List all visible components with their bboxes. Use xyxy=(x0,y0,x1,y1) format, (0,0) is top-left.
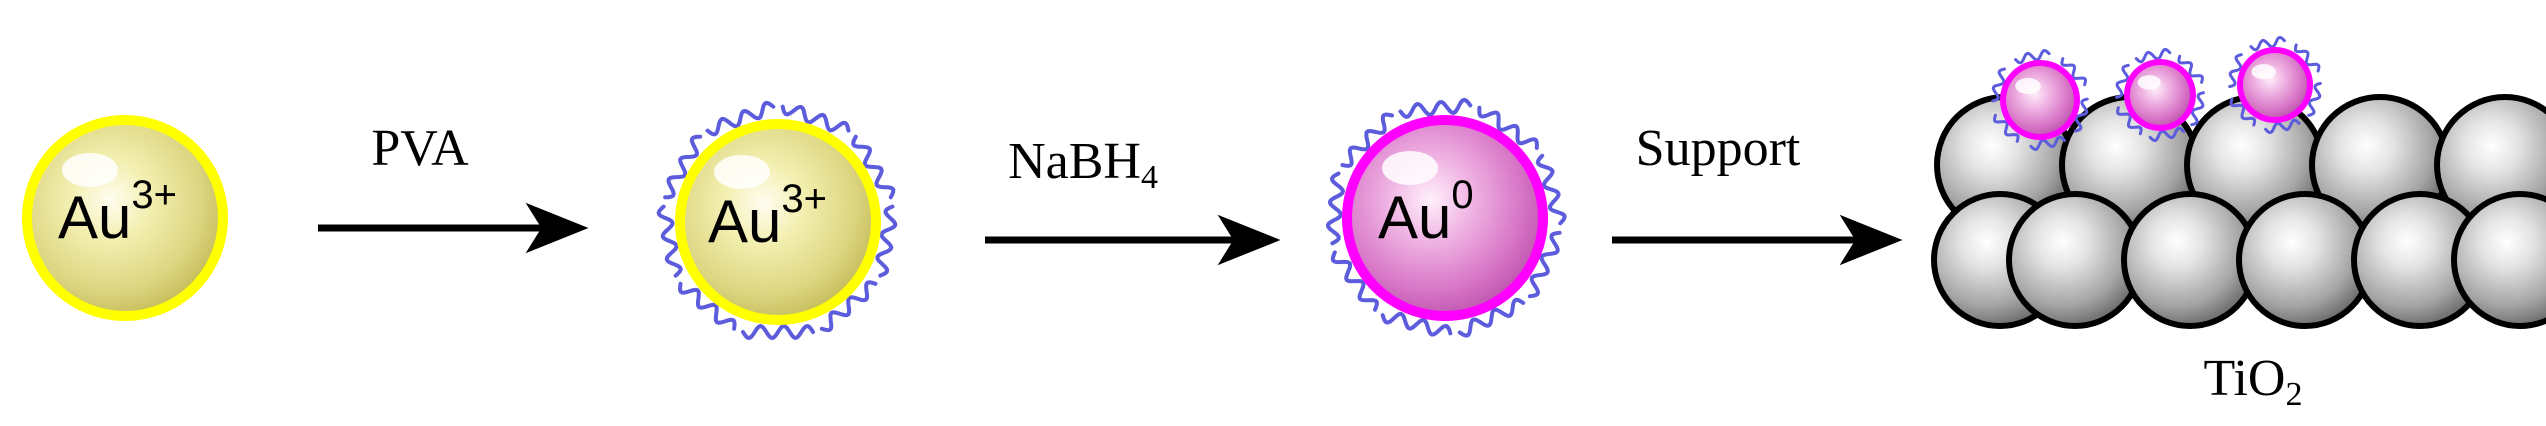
pva-chain xyxy=(1340,112,1394,168)
pva-chain xyxy=(656,204,683,278)
arrow-support: Support xyxy=(1612,120,1903,266)
pva-chain xyxy=(741,323,815,341)
pva-chain xyxy=(663,134,703,200)
pva-chain xyxy=(819,280,878,333)
au3-particle-pva: Au3+ xyxy=(656,100,898,341)
pva-chains xyxy=(656,100,898,341)
pva-chain xyxy=(1527,230,1562,299)
pva-chain xyxy=(875,204,898,278)
pva-chain xyxy=(705,100,776,137)
particle-label: Au0 xyxy=(1378,173,1474,251)
pva-chain xyxy=(1380,311,1453,337)
au0-small-particle xyxy=(1991,48,2089,152)
pva-chain xyxy=(2134,48,2172,64)
pva-chain xyxy=(2293,43,2321,73)
pva-chain xyxy=(1992,113,2020,143)
au0-small-particle xyxy=(2115,48,2205,142)
pva-chain xyxy=(2228,53,2243,89)
pva-chain xyxy=(1330,250,1379,312)
arrow-label-support: Support xyxy=(1636,120,1801,177)
au0-particle-pva: Au0 xyxy=(1325,97,1567,338)
pva-chain xyxy=(851,134,896,200)
pva-chain xyxy=(2190,91,2205,127)
pva-chain xyxy=(2115,63,2130,99)
arrow-pva: PVA xyxy=(318,120,589,254)
support-label: TiO2 xyxy=(2204,350,2303,413)
pva-chain xyxy=(2177,54,2204,84)
pva-chain xyxy=(2074,97,2089,133)
particle-label: Au3+ xyxy=(708,177,827,255)
pva-chain xyxy=(1325,171,1346,246)
pva-chain xyxy=(2264,118,2301,134)
pva-chain xyxy=(1535,153,1567,226)
pva-chain xyxy=(2029,135,2066,152)
particle-highlight xyxy=(714,155,770,189)
au3-particle-bare: Au3+ xyxy=(22,115,228,321)
arrow-label-pva: PVA xyxy=(371,120,469,177)
particle-highlight xyxy=(1382,151,1438,185)
pva-chain xyxy=(2014,48,2051,65)
arrow-nabh4: NaBH4 xyxy=(985,133,1281,266)
tio2-front-row xyxy=(1931,191,2546,329)
pva-chain xyxy=(2148,126,2186,142)
pva-chain xyxy=(1477,105,1539,150)
pva-chain xyxy=(2116,106,2143,136)
tio2-sphere xyxy=(2451,191,2546,329)
pva-chain xyxy=(1991,67,2006,103)
tio2-support: TiO2 xyxy=(1931,36,2546,413)
pva-chain xyxy=(677,281,737,331)
particle-highlight xyxy=(62,153,118,187)
pva-chain xyxy=(2307,81,2322,117)
au0-small-particle xyxy=(2228,36,2322,134)
pva-chain xyxy=(2060,57,2088,87)
particle-label: Au3+ xyxy=(58,173,177,251)
pva-chain xyxy=(2229,97,2257,127)
pva-chain xyxy=(1457,297,1526,338)
pva-chains xyxy=(1325,97,1567,338)
arrow-label-nabh4: NaBH4 xyxy=(1008,133,1158,196)
pva-chain xyxy=(2249,36,2286,52)
deposited-au-particles xyxy=(1991,36,2322,152)
pva-chain xyxy=(780,104,851,133)
pva-chain xyxy=(1398,97,1473,120)
